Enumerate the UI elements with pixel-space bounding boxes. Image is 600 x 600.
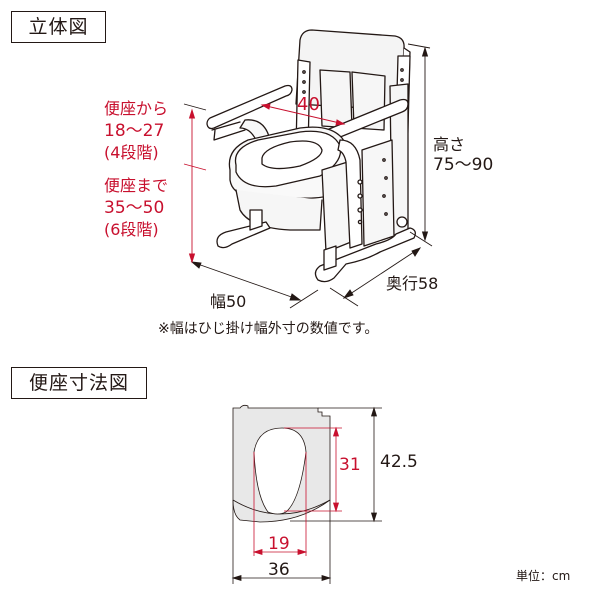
right-base bbox=[314, 227, 416, 283]
seat-opening bbox=[253, 427, 307, 515]
strap bbox=[337, 139, 363, 249]
armrest-height-label: 便座から 18〜27 (4段階) bbox=[104, 98, 168, 164]
seat-height-caption: 便座まで bbox=[104, 176, 169, 195]
inner-width-label: 40 bbox=[297, 94, 320, 115]
depth-label: 奥行58 bbox=[386, 274, 439, 293]
width-note: ※幅はひじ掛け幅外寸の数値です。 bbox=[158, 321, 379, 337]
opening-length-label: 31 bbox=[339, 455, 361, 475]
seat-diagram bbox=[231, 404, 382, 584]
seat-height-label: 便座まで 35〜50 (6段階) bbox=[104, 175, 168, 241]
opening-width-label: 19 bbox=[268, 534, 290, 554]
height-label: 高さ 75〜90 bbox=[433, 135, 493, 175]
seat-height-steps: (6段階) bbox=[104, 220, 159, 239]
armrest-height-range: 18〜27 bbox=[104, 121, 165, 141]
height-caption: 高さ bbox=[433, 135, 466, 154]
seat-dimension-title: 便座寸法図 bbox=[11, 367, 147, 399]
perspective-view-title: 立体図 bbox=[11, 11, 106, 43]
seat-width-label: 36 bbox=[268, 560, 290, 580]
seat-length-label: 42.5 bbox=[380, 452, 418, 472]
seat-height-range: 35〜50 bbox=[104, 198, 165, 218]
height-range: 75〜90 bbox=[433, 155, 494, 175]
left-armrest bbox=[206, 84, 293, 130]
width-label: 幅50 bbox=[210, 292, 247, 311]
unit-label: 単位：cm bbox=[516, 569, 571, 583]
armrest-height-caption: 便座から bbox=[104, 99, 169, 118]
armrest-height-steps: (4段階) bbox=[104, 143, 159, 162]
